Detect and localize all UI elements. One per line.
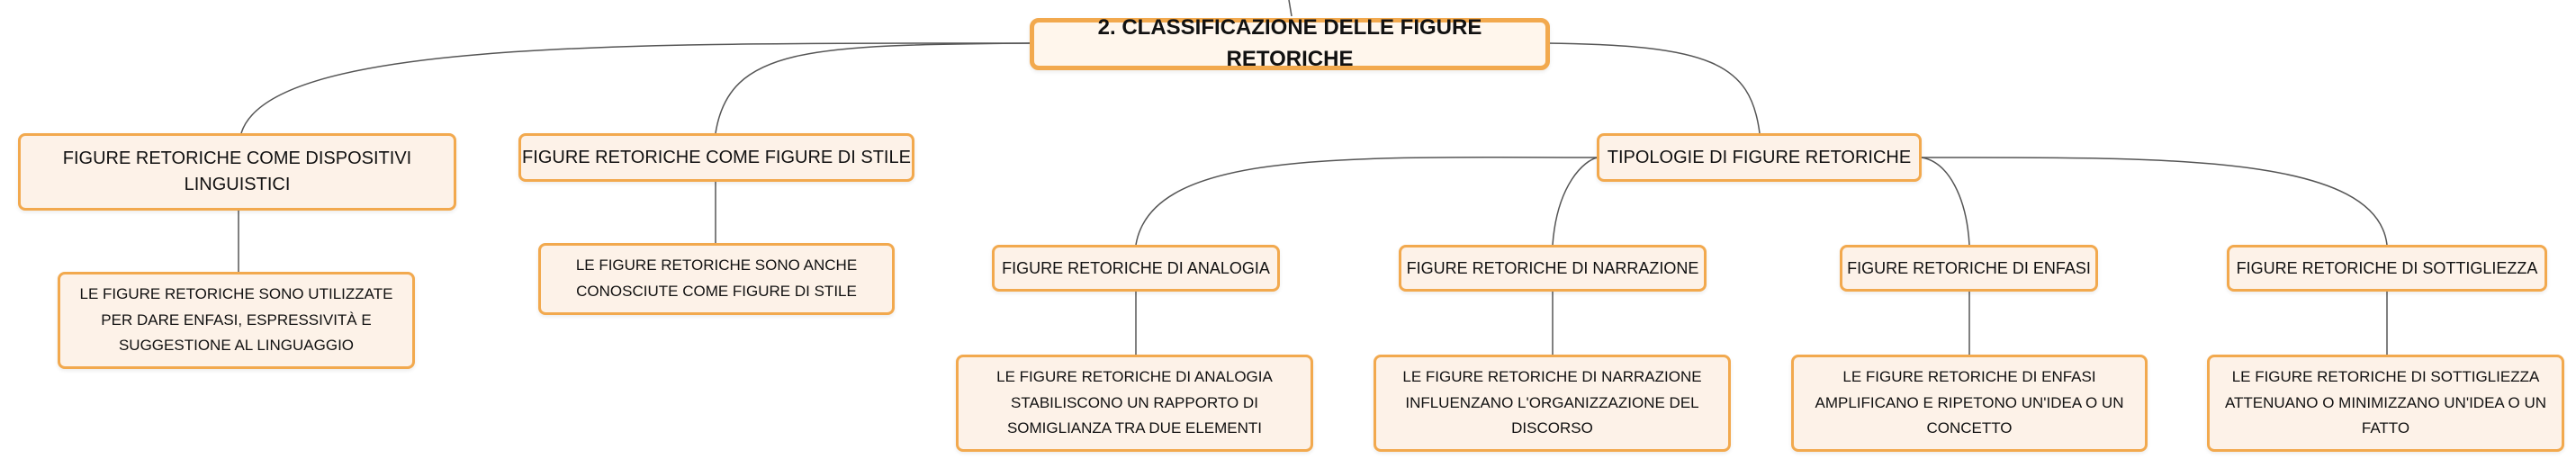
subtopic-enfasi[interactable]: FIGURE RETORICHE DI ENFASI — [1840, 245, 2098, 292]
topic-tipologie-label: TIPOLOGIE DI FIGURE RETORICHE — [1607, 147, 1912, 167]
note-analogia[interactable]: LE FIGURE RETORICHE DI ANALOGIA STABILIS… — [956, 355, 1313, 452]
subtopic-enfasi-label: FIGURE RETORICHE DI ENFASI — [1847, 258, 2091, 277]
subtopic-analogia[interactable]: FIGURE RETORICHE DI ANALOGIA — [992, 245, 1280, 292]
root-topic[interactable]: 2. CLASSIFICAZIONE DELLE FIGURE RETORICH… — [1030, 15, 1550, 71]
note-stile-text: LE FIGURE RETORICHE SONO ANCHE CONOSCIUT… — [575, 256, 858, 300]
topic-tipologie[interactable]: TIPOLOGIE DI FIGURE RETORICHE — [1597, 133, 1922, 182]
note-sottigliezza-text: LE FIGURE RETORICHE DI SOTTIGLIEZZA ATTE… — [2224, 367, 2547, 437]
topic-dispositivi-label: FIGURE RETORICHE COME DISPOSITIVI LINGUI… — [62, 148, 412, 194]
subtopic-sottigliezza[interactable]: FIGURE RETORICHE DI SOTTIGLIEZZA — [2227, 245, 2547, 292]
note-dispositivi[interactable]: LE FIGURE RETORICHE SONO UTILIZZATE PER … — [58, 272, 415, 369]
subtopic-narrazione[interactable]: FIGURE RETORICHE DI NARRAZIONE — [1399, 245, 1707, 292]
note-analogia-text: LE FIGURE RETORICHE DI ANALOGIA STABILIS… — [996, 367, 1273, 437]
note-enfasi-text: LE FIGURE RETORICHE DI ENFASI AMPLIFICAN… — [1815, 367, 2124, 437]
note-enfasi[interactable]: LE FIGURE RETORICHE DI ENFASI AMPLIFICAN… — [1791, 355, 2148, 452]
subtopic-analogia-label: FIGURE RETORICHE DI ANALOGIA — [1002, 258, 1270, 277]
note-sottigliezza[interactable]: LE FIGURE RETORICHE DI SOTTIGLIEZZA ATTE… — [2207, 355, 2564, 452]
note-narrazione-text: LE FIGURE RETORICHE DI NARRAZIONE INFLUE… — [1402, 367, 1702, 437]
note-dispositivi-text: LE FIGURE RETORICHE SONO UTILIZZATE PER … — [79, 284, 393, 355]
root-topic-label: 2. CLASSIFICAZIONE DELLE FIGURE RETORICH… — [1097, 15, 1482, 71]
subtopic-narrazione-label: FIGURE RETORICHE DI NARRAZIONE — [1406, 258, 1699, 277]
note-stile[interactable]: LE FIGURE RETORICHE SONO ANCHE CONOSCIUT… — [538, 243, 895, 315]
topic-dispositivi[interactable]: FIGURE RETORICHE COME DISPOSITIVI LINGUI… — [18, 133, 456, 211]
topic-stile[interactable]: FIGURE RETORICHE COME FIGURE DI STILE — [518, 133, 914, 182]
topic-stile-label: FIGURE RETORICHE COME FIGURE DI STILE — [522, 147, 911, 167]
subtopic-sottigliezza-label: FIGURE RETORICHE DI SOTTIGLIEZZA — [2236, 258, 2538, 277]
note-narrazione[interactable]: LE FIGURE RETORICHE DI NARRAZIONE INFLUE… — [1374, 355, 1731, 452]
